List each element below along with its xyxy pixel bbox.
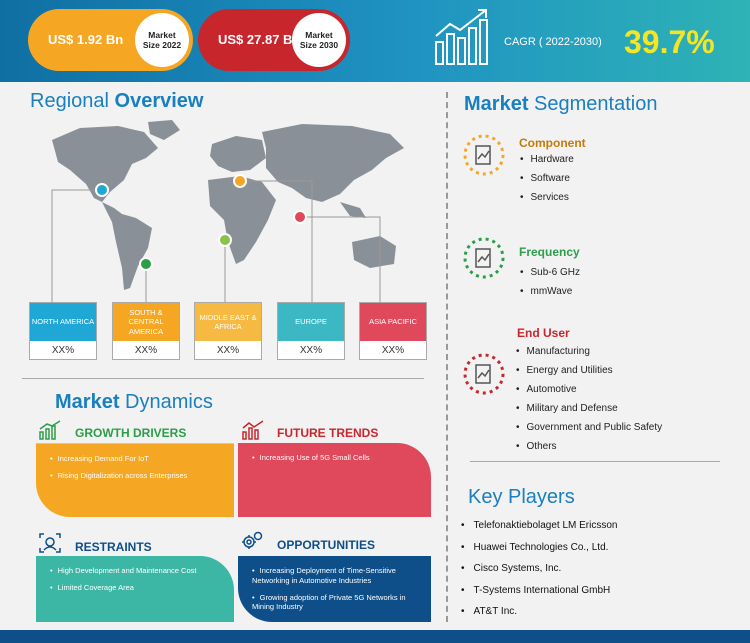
asia-pin	[293, 210, 307, 224]
cagr-label: CAGR ( 2022-2030)	[504, 36, 602, 48]
future-trends-title: FUTURE TRENDS	[277, 426, 379, 440]
list-item: Limited Coverage Area	[50, 583, 226, 593]
region-value: XX%	[51, 345, 75, 356]
north-america-pin	[95, 183, 109, 197]
region-value: XX%	[299, 345, 323, 356]
header-banner: US$ 1.92 Bn Market Size 2022 US$ 27.87 B…	[0, 0, 750, 82]
segment-component-title: Component	[519, 136, 586, 150]
opportunities-gear-icon	[242, 531, 263, 549]
list-item: Sub-6 GHz	[520, 263, 580, 282]
frequency-icon	[463, 237, 505, 279]
list-item: mmWave	[520, 282, 580, 301]
list-item: Energy and Utilities	[516, 361, 662, 380]
section-divider	[470, 461, 720, 462]
key-players-title: Key Players	[468, 486, 575, 508]
market-segmentation-title: Market Segmentation	[464, 93, 658, 115]
list-item: AT&T Inc.	[461, 601, 618, 623]
list-item: Telefonaktiebolaget LM Ericsson	[461, 515, 618, 537]
growth-drivers-title: GROWTH DRIVERS	[75, 426, 187, 440]
region-value: XX%	[134, 345, 158, 356]
market-size-2022-pill: US$ 1.92 Bn Market Size 2022	[28, 9, 193, 71]
region-europe: EUROPE XX%	[277, 302, 345, 360]
section-divider	[22, 378, 424, 379]
restraints-icon	[39, 533, 61, 553]
key-players-list: Telefonaktiebolaget LM Ericsson Huawei T…	[461, 515, 618, 623]
europe-pin	[233, 174, 247, 188]
list-item: Military and Defense	[516, 399, 662, 418]
list-item: Rising Digitalization across Enterprises	[50, 471, 226, 481]
region-south-central-america: SOUTH & CENTRAL AMERICA XX%	[112, 302, 180, 360]
list-item: Cisco Systems, Inc.	[461, 558, 618, 580]
list-item: Hardware	[520, 150, 574, 169]
restraints-title: RESTRAINTS	[75, 540, 152, 554]
list-item: High Development and Maintenance Cost	[50, 566, 226, 576]
region-north-america: NORTH AMERICA XX%	[29, 302, 97, 360]
growth-drivers-box: Increasing Demand For IoT Rising Digital…	[36, 443, 234, 517]
market-size-2022-label: Market Size 2022	[135, 13, 189, 67]
market-size-2030-pill: US$ 27.87 Bn Market Size 2030	[198, 9, 350, 71]
region-label: MIDDLE EAST & AFRICA	[195, 303, 261, 341]
region-value: XX%	[381, 345, 405, 356]
region-label: NORTH AMERICA	[30, 303, 96, 341]
region-middle-east-africa: MIDDLE EAST & AFRICA XX%	[194, 302, 262, 360]
column-divider	[446, 92, 448, 622]
list-item: Increasing Deployment of Time-Sensitive …	[252, 566, 423, 586]
list-item: T-Systems International GmbH	[461, 580, 618, 602]
component-icon	[463, 134, 505, 176]
opportunities-box: Increasing Deployment of Time-Sensitive …	[238, 556, 431, 622]
cagr-value: 39.7%	[624, 24, 715, 60]
region-asia-pacific: ASIA PACIFIC XX%	[359, 302, 427, 360]
regional-overview-title: Regional Overview	[30, 90, 204, 112]
growth-drivers-icon	[39, 420, 61, 440]
segment-frequency-list: Sub-6 GHz mmWave	[520, 263, 580, 301]
future-trends-box: Increasing Use of 5G Small Cells	[238, 443, 431, 517]
segment-end-user-list: Manufacturing Energy and Utilities Autom…	[516, 342, 663, 456]
list-item: Huawei Technologies Co., Ltd.	[461, 537, 618, 559]
growth-chart-icon	[435, 9, 488, 65]
list-item: Others	[516, 437, 662, 456]
segment-frequency-title: Frequency	[519, 245, 580, 259]
world-map	[52, 120, 404, 290]
list-item: Software	[520, 169, 574, 188]
south-america-pin	[139, 257, 153, 271]
footer-bar	[0, 630, 750, 643]
market-size-2030-value: US$ 27.87 Bn	[218, 32, 301, 47]
market-size-2022-value: US$ 1.92 Bn	[48, 32, 124, 47]
opportunities-title: OPPORTUNITIES	[277, 538, 376, 552]
segment-component-list: Hardware Software Services	[520, 150, 574, 207]
list-item: Government and Public Safety	[516, 418, 663, 437]
list-item: Services	[520, 188, 574, 207]
segment-end-user-title: End User	[517, 326, 570, 340]
list-item: Growing adoption of Private 5G Networks …	[252, 593, 423, 613]
market-size-2030-label: Market Size 2030	[292, 13, 346, 67]
future-trends-icon	[242, 420, 264, 440]
region-connectors	[51, 174, 381, 302]
africa-pin	[218, 233, 232, 247]
list-item: Manufacturing	[516, 342, 662, 361]
region-label: SOUTH & CENTRAL AMERICA	[113, 303, 179, 341]
list-item: Increasing Demand For IoT	[50, 454, 226, 464]
region-label: EUROPE	[278, 303, 344, 341]
region-label: ASIA PACIFIC	[360, 303, 426, 341]
end-user-icon	[463, 353, 505, 395]
list-item: Automotive	[516, 380, 662, 399]
restraints-box: High Development and Maintenance Cost Li…	[36, 556, 234, 622]
list-item: Increasing Use of 5G Small Cells	[252, 453, 423, 463]
market-dynamics-title: Market Dynamics	[55, 391, 213, 413]
region-value: XX%	[216, 345, 240, 356]
